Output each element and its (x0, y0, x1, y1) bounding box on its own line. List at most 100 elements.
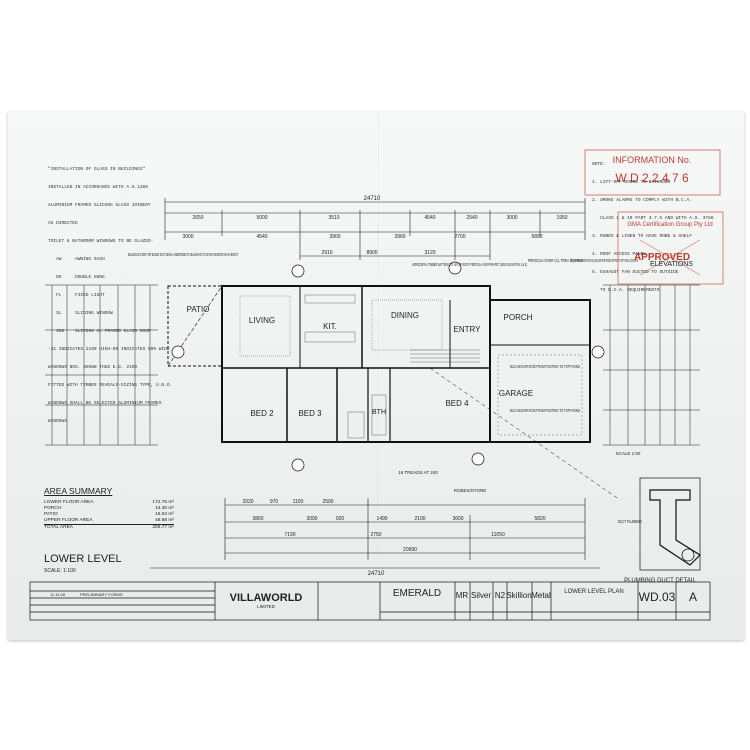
glass-note-line: FL FIXED LIGHT (48, 293, 105, 298)
room-bathroom: BTH (372, 409, 386, 416)
room-bed3: BED 3 (298, 409, 322, 418)
plumbing-detail-title: PLUMBING DUCT DETAIL (624, 578, 696, 584)
right-note-line: CLASS 1 & 10 PART 3.7.5 AND WITH A.S. 37… (592, 216, 714, 221)
drawing-scale: SCALE: 1:100 (44, 568, 76, 574)
drawing-title: LOWER LEVEL (44, 553, 122, 565)
callouts: HORIZONTAL TIMBER BATTENS TO U/S OF ROOF… (128, 252, 638, 413)
bdim-1-2: 1100 (293, 499, 304, 505)
right-notes: NOTE: 1. LIFT-OFF DOORS TO BATHROOM 2. S… (592, 150, 714, 300)
glass-notes: "INSTALLATION OF GLASS IN BUILDINGS" INS… (48, 155, 172, 431)
dim-row-2: 3000 4540 3900 3960 2700 5890 (182, 234, 542, 240)
callout-bulkhead: BULKHEAD OVER FOR BOXED DUCT BEAM. UNDER… (128, 252, 238, 257)
right-note-line: NOTE: (592, 162, 606, 167)
dim-1-2: 3510 (328, 215, 339, 221)
area-row-label: PORCH (44, 506, 62, 511)
callout-anchor2: M12 ANCHOR ROD FROM FOOTING TO TOP FIXIN… (510, 408, 580, 413)
room-entry: ENTRY (454, 325, 482, 334)
callout-treads: 16 TREADS AT 240 (398, 470, 438, 475)
area-row-total: TOTAL AREA 256.77 m² (44, 524, 174, 531)
area-summary-heading: AREA SUMMARY (44, 486, 113, 496)
tb-date: 11.11.08 (50, 592, 66, 597)
area-row-value: 256.77 m² (152, 525, 174, 530)
dim-overall-bottom: 24710 (368, 571, 385, 577)
dim-2-0: 3000 (182, 234, 193, 240)
dim-1-1: 5000 (256, 215, 267, 221)
plumbing-duct-detail: DUCT PLUMBING PLUMBING DUCT DETAIL (618, 477, 701, 584)
left-dimension-ladder (45, 284, 158, 446)
dim-2-5: 5890 (531, 234, 542, 240)
tb-roof: Skillion (506, 591, 531, 600)
plan-fixtures (239, 294, 583, 439)
room-porch: PORCH (504, 313, 533, 322)
right-note-line: 3. ROBES & LINEN TO HAVE ROBE & SHELF (592, 234, 692, 239)
room-garage: GARAGE (499, 389, 533, 398)
tb-material: Metal (531, 591, 551, 600)
room-kitchen: KIT. (323, 322, 337, 331)
bdim-2-5: 3600 (452, 516, 463, 522)
dim-row-3: 2910 8900 3120 (321, 250, 435, 256)
room-bed4: BED 4 (445, 399, 469, 408)
bdim-1-0: 2020 (242, 499, 253, 505)
bdim-1-1: 970 (270, 499, 279, 505)
area-row-value: 48.68 m² (155, 518, 174, 523)
glass-note-line: -21 INDICATES 2100 HIGH-09 INDICATES 900… (48, 347, 170, 352)
right-note-line: 4. ROOF ACCESS PANEL (592, 252, 647, 257)
dim-1-6: 1950 (556, 215, 567, 221)
dim-2-4: 2700 (454, 234, 465, 240)
bdim-2-4: 2100 (414, 516, 425, 522)
dim-row-1: 2650 5000 3510 4540 2540 3000 1950 (192, 215, 567, 221)
tb-sheet-no: WD.03 (639, 590, 676, 604)
tb-company-sub: LIMITED (257, 604, 276, 609)
tb-design: EMERALD (393, 588, 441, 599)
bdim-2-3: 1490 (376, 516, 387, 522)
dim-2-2: 3900 (329, 234, 340, 240)
tb-type: N2 (495, 591, 506, 600)
stamp-line2: W D 2 2 4 7 6 (615, 171, 689, 185)
glass-note-line: TOILET & BATHROOM WINDOWS TO BE GLAZED- (48, 239, 154, 244)
plan-walls (167, 285, 621, 501)
drawing-sheet (8, 112, 744, 640)
dim-3-1: 8900 (366, 250, 377, 256)
bdim-3-0: 7190 (284, 532, 295, 538)
callout-pergola: PERGOLA OVER (CL TREA 00) PINE (528, 258, 583, 263)
room-bed2: BED 2 (250, 409, 274, 418)
scale-right: SCALE 1:50 (616, 451, 641, 456)
bdim-2-0: 3860 (252, 516, 263, 522)
tb-rev-row: PRELIMINARY FORMS (80, 592, 123, 597)
dim-overall-top: 24710 (364, 196, 381, 202)
area-row: LOWER FLOOR AREA 172.76 m² (44, 500, 174, 506)
dim-2-3: 3960 (394, 234, 405, 240)
right-note-line: TO B.C.A. REQUIREMENTS (592, 288, 660, 293)
bdim-1-3: 2500 (322, 499, 333, 505)
bdim-4-0: 20990 (403, 547, 417, 553)
dim-1-4: 2540 (466, 215, 477, 221)
tb-design-code: MR (456, 591, 469, 600)
area-row-value: 14.30 m² (155, 506, 174, 511)
right-note-line: 1. LIFT-OFF DOORS TO BATHROOM (592, 180, 671, 185)
glass-note-line: WINDOWS (48, 419, 67, 424)
glass-note-line: SGD SLIDING AL FRAMED GLASS DOOR (48, 329, 151, 334)
glass-note-line: INSTALLED IN ACCORDANCE WITH A.S.1288 (48, 185, 148, 190)
glass-note-line: AS DIRECTED (48, 221, 78, 226)
right-note-line: 5. EXHAUST FAN DUCTED TO OUTSIDE (592, 270, 679, 275)
room-living: LIVING (249, 316, 275, 325)
stamp-line1: INFORMATION No. (613, 155, 692, 165)
right-note-line: 2. SMOKE ALARMS TO COMPLY WITH B.C.A. (592, 198, 692, 203)
tb-revision: A (689, 590, 697, 604)
callout-brick-piers: 470 x 470 BRICK PIERS WITH M12 ANCHOR RO… (570, 258, 638, 263)
bdim-2-1: 3000 (306, 516, 317, 522)
room-dining: DINING (391, 311, 419, 320)
room-patio: PATIO (187, 305, 210, 314)
area-row-label: LOWER FLOOR AREA (44, 500, 94, 505)
glass-note-line: "INSTALLATION OF GLASS IN BUILDINGS" (48, 167, 146, 172)
bottom-dimension-lines (150, 498, 600, 569)
bottom-dim-labels: 2020 970 1100 2500 3860 3000 920 1490 21… (242, 499, 545, 577)
area-row-label: PATIO (44, 512, 58, 517)
dim-2-1: 4540 (256, 234, 267, 240)
glass-note-line: ALUMINIUM FRAMED SLIDING GLASS JOINERY (48, 203, 151, 208)
glass-note-line: WINDOWS SHALL BE SELECTED ALUMINIUM FRAM… (48, 401, 162, 406)
area-row-value: 16.63 m² (155, 512, 174, 517)
tb-sheet-title: LOWER LEVEL PLAN (564, 589, 623, 595)
dim-1-5: 3000 (506, 215, 517, 221)
